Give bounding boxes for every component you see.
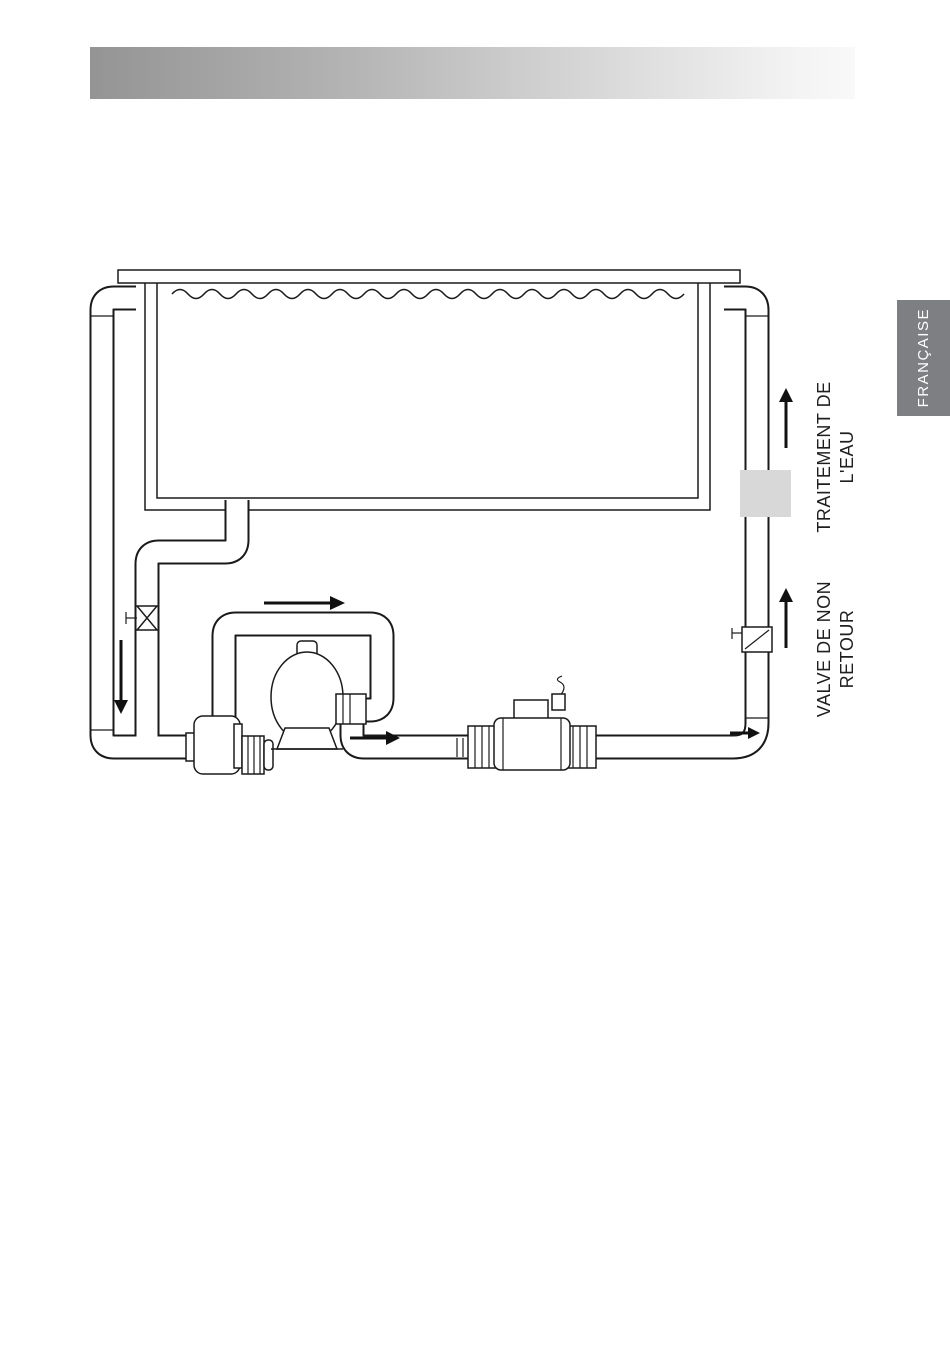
pool-wall-outer (144, 283, 711, 511)
heater-unit (467, 675, 597, 771)
filter-stand (275, 727, 339, 750)
label-water-treatment-line1: TRAITEMENT DE (814, 381, 834, 532)
label-water-treatment-line2: L'EAU (837, 431, 857, 484)
flow-arrow-up-upper-icon (779, 388, 793, 448)
sand-filter (270, 640, 367, 750)
pump-motor-endcap (263, 739, 274, 771)
heater-sensor-icon (551, 693, 566, 711)
header-gradient-bar (90, 47, 855, 99)
suction-pipe-bore (91, 287, 200, 758)
flow-arrow-right-bottom-icon (350, 731, 400, 745)
return-pipe-bore (341, 287, 768, 758)
pump-discharge-loop-pipe-bore (213, 613, 393, 722)
main-drain-pipe-bore (136, 500, 248, 748)
drain-valve-icon (125, 605, 159, 631)
filter-multiport-valve (335, 693, 367, 725)
pool-rim (117, 269, 741, 284)
flow-arrow-right-elbow-icon (730, 727, 760, 739)
heater-union-left (467, 725, 499, 769)
water-surface-icon (171, 288, 685, 300)
pool-wall-inner (156, 283, 699, 499)
flow-arrow-right-top-icon (264, 596, 345, 610)
pipe-joint-marks (91, 315, 769, 757)
pump-unit (185, 715, 274, 775)
water-treatment-box (740, 470, 791, 517)
label-check-valve-line1: VALVE DE NON (814, 581, 834, 717)
pump-flange (233, 723, 243, 769)
pump-motor (241, 735, 265, 775)
heater-sensor-wire-icon (556, 675, 565, 697)
language-tab: FRANÇAISE (897, 300, 950, 416)
check-valve-icon (731, 626, 773, 653)
heater-union-right (565, 725, 597, 769)
heater-body (493, 717, 571, 771)
label-check-valve-line2: RETOUR (837, 610, 857, 689)
flow-arrow-down-left-icon (114, 640, 128, 714)
pump-housing (193, 715, 241, 775)
flow-arrow-up-lower-icon (779, 588, 793, 648)
